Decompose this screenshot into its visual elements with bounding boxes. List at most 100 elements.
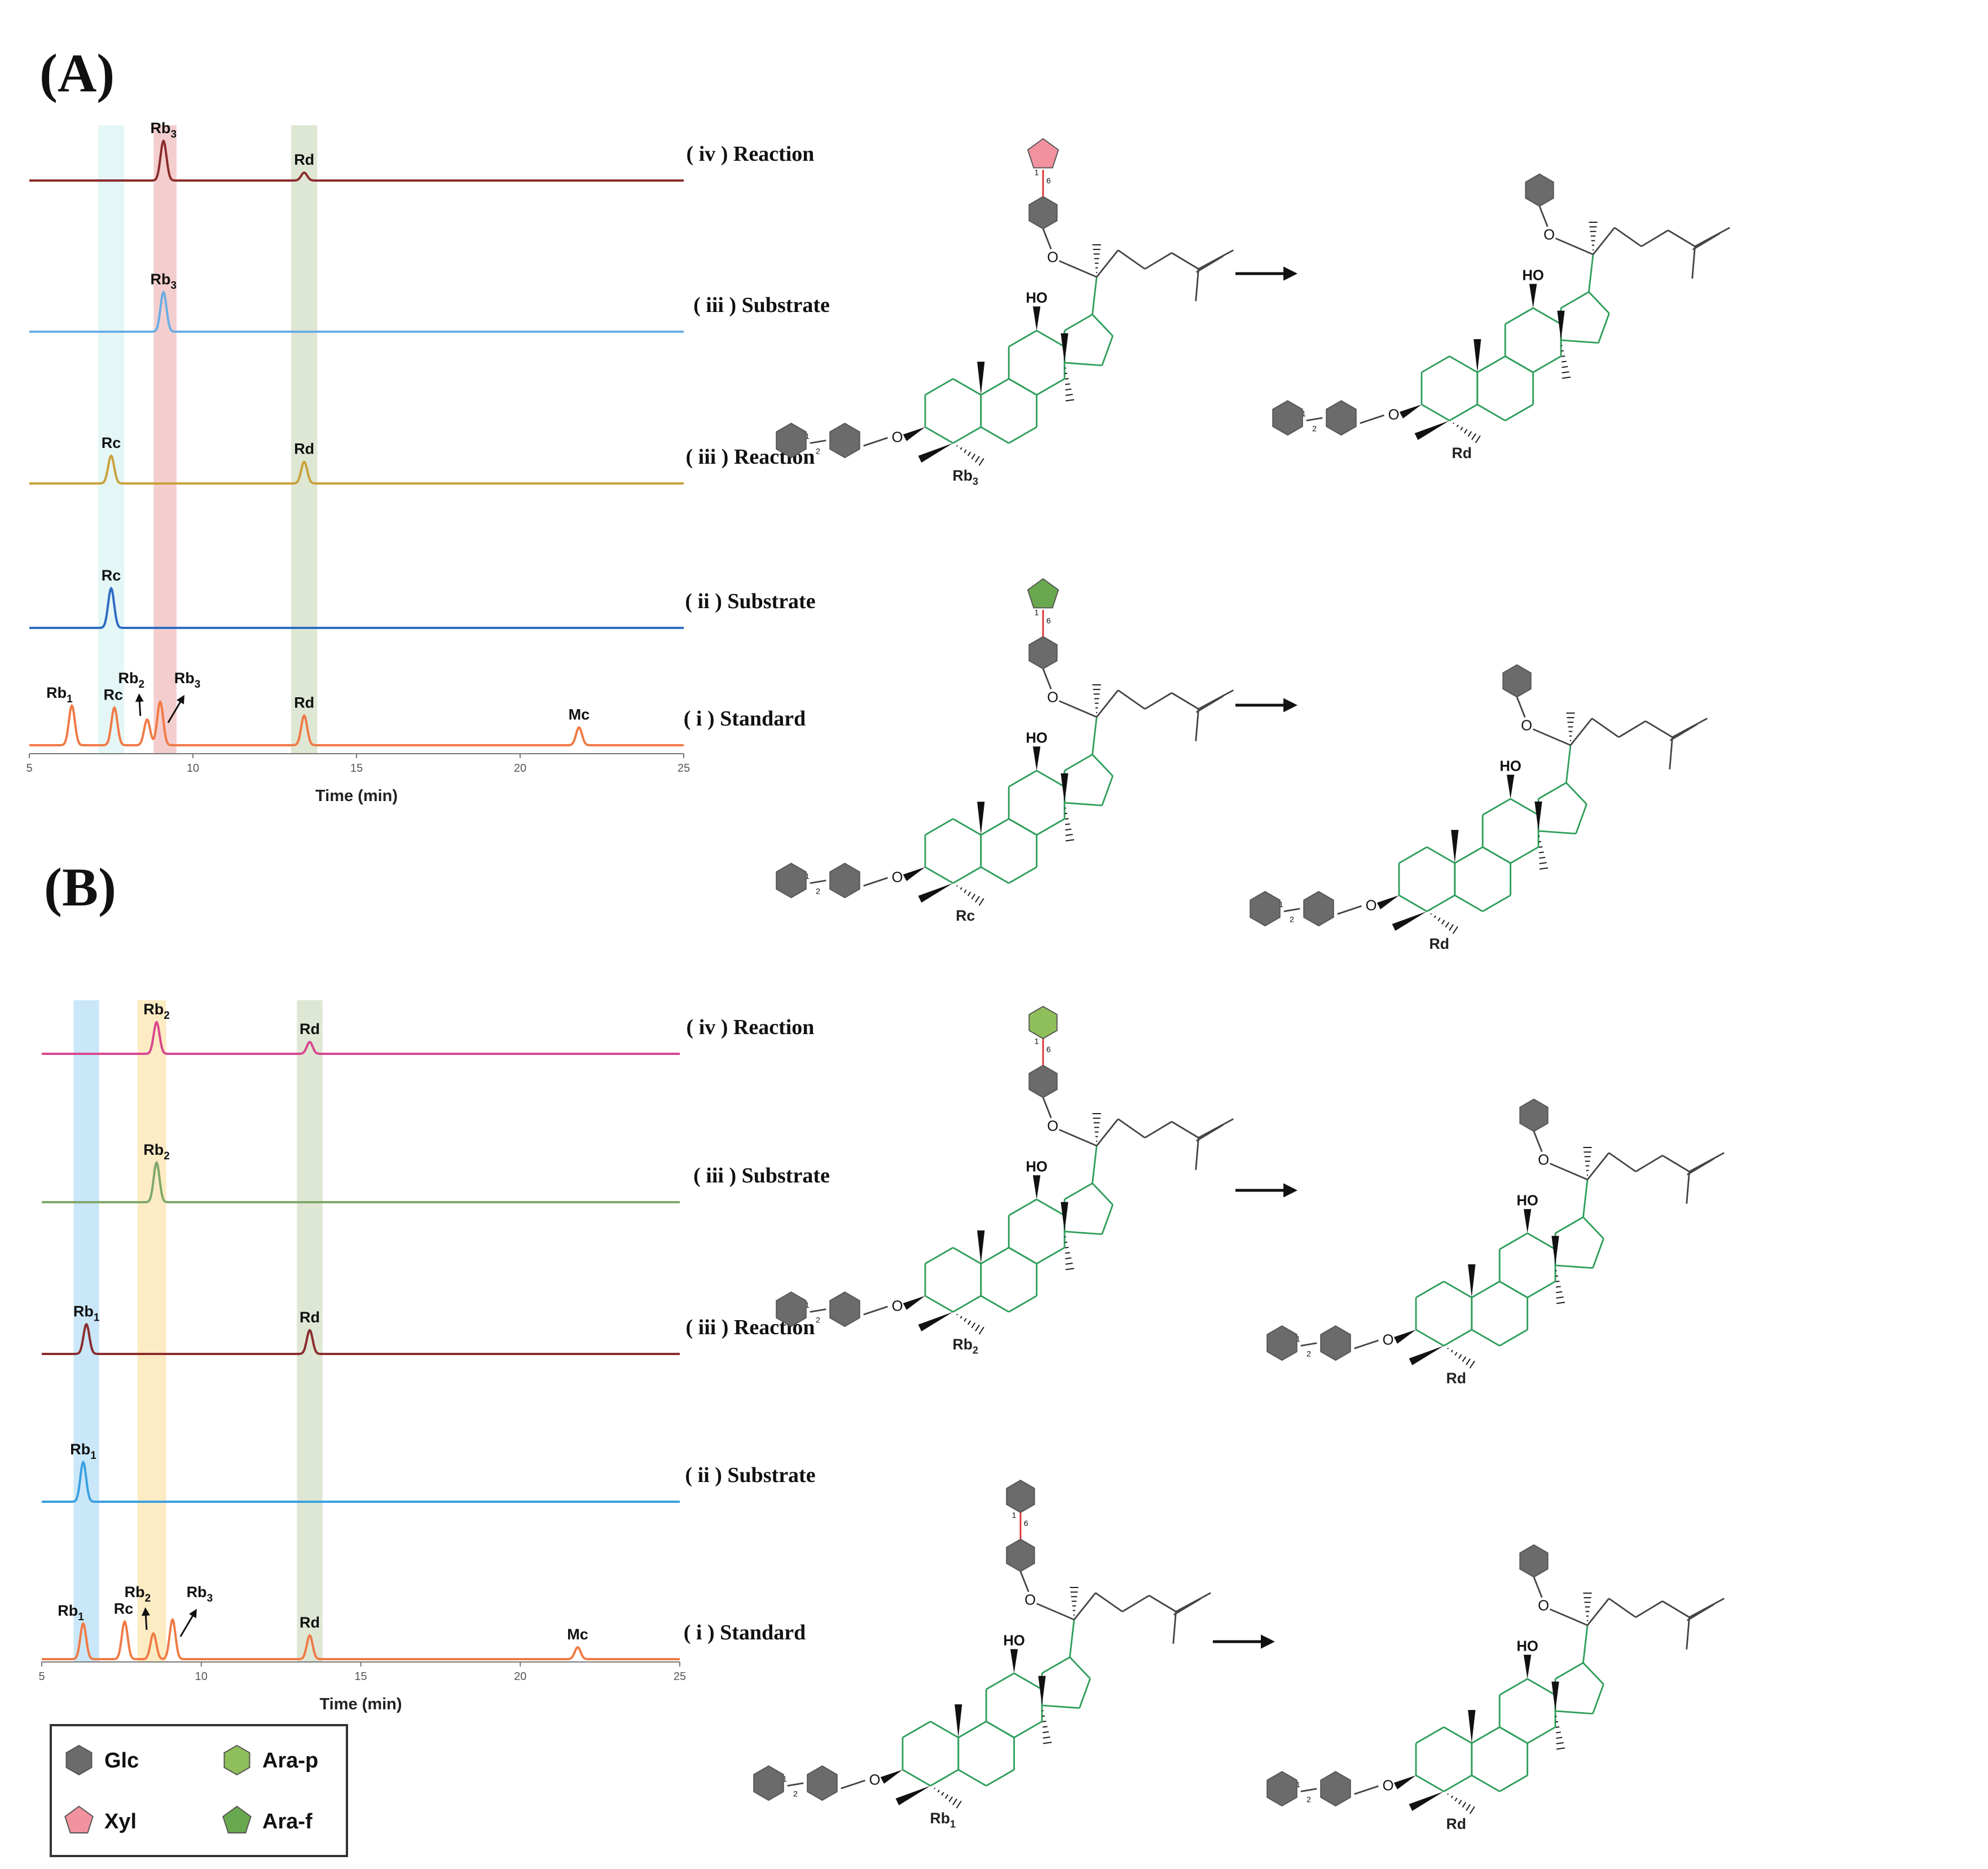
link-number: 1 xyxy=(1011,1511,1016,1520)
chain-bond xyxy=(1121,1595,1150,1612)
hash-bond xyxy=(948,1796,953,1802)
ring-b-bond xyxy=(980,426,1009,444)
chain-bond xyxy=(1669,737,1673,769)
hydroxyl-label: HO xyxy=(1499,759,1521,775)
chain-bond xyxy=(1354,1785,1379,1795)
legend-swatch xyxy=(223,1744,250,1776)
hash-bond xyxy=(1441,920,1445,925)
hash-bond xyxy=(1065,388,1072,391)
hash-bond xyxy=(1466,1804,1471,1811)
x-tick-label: 15 xyxy=(350,762,363,775)
ring-d-bond xyxy=(1101,1204,1114,1235)
hash-bond xyxy=(1065,834,1073,836)
ring-c-bond xyxy=(1036,769,1065,788)
wedge-bond xyxy=(1061,1202,1068,1232)
ring-a-bond xyxy=(1449,403,1478,421)
peak-label: Rb3 xyxy=(187,1584,213,1604)
chain-bond xyxy=(1614,227,1642,247)
hash-bond xyxy=(978,458,984,466)
outer-sugar xyxy=(1027,578,1059,609)
glc-sugar xyxy=(1320,1771,1351,1807)
chain-bond xyxy=(1569,718,1593,746)
hash-bond xyxy=(1454,1797,1458,1801)
ring-a-bond xyxy=(952,818,982,836)
ring-b-bond xyxy=(1499,1774,1528,1792)
ring-b-bond xyxy=(1454,894,1483,912)
peak-arrow xyxy=(179,1608,197,1637)
hash-bond xyxy=(1042,1715,1045,1717)
highlight-band xyxy=(98,125,125,754)
ring-c-bond xyxy=(1482,846,1511,864)
wedge-bond xyxy=(895,1786,931,1805)
ring-a-bond xyxy=(1443,1774,1472,1792)
hash-bond xyxy=(1556,1742,1564,1744)
ring-a-bond xyxy=(1421,403,1450,421)
x-tick-label: 5 xyxy=(38,1670,45,1683)
ring-a-bond xyxy=(1443,1329,1472,1347)
wedge-bond xyxy=(880,1770,903,1784)
hash-bond xyxy=(1562,371,1569,373)
oxygen-label: O xyxy=(1383,1333,1394,1348)
wedge-bond xyxy=(1523,1209,1532,1233)
highlight-band xyxy=(291,125,318,754)
x-tick-label: 15 xyxy=(354,1670,367,1683)
chain-bond xyxy=(1149,1595,1177,1612)
ring-a-bond xyxy=(925,378,954,396)
glc-sugar xyxy=(776,1291,807,1327)
ring-a-bond xyxy=(1415,1726,1445,1744)
hash-bond xyxy=(1065,1268,1075,1270)
hash-bond xyxy=(1065,1241,1067,1243)
chain-bond xyxy=(1175,1592,1211,1613)
hash-bond xyxy=(944,1794,949,1799)
structure-label: Rd xyxy=(1446,1815,1466,1832)
hash-bond xyxy=(971,454,976,460)
link-number: 1 xyxy=(1034,168,1039,177)
hash-bond xyxy=(1454,1352,1458,1356)
ring-a-bond xyxy=(1421,355,1450,373)
ring-c-bond xyxy=(1510,846,1539,864)
chain-bond xyxy=(1586,1152,1610,1180)
ring-d-bond xyxy=(1101,336,1114,366)
chain-bond xyxy=(1532,728,1571,746)
hydroxyl-label: HO xyxy=(1026,291,1047,306)
ring-d-bond xyxy=(1582,1662,1604,1685)
legend-label: Glc xyxy=(104,1749,139,1773)
ring-b-bond xyxy=(1008,426,1037,444)
ring-c-bond xyxy=(986,1672,1015,1690)
glc-sugar xyxy=(807,1765,838,1801)
chain-bond xyxy=(1058,700,1097,718)
oxygen-label: O xyxy=(869,1773,881,1788)
ring-b-bond xyxy=(1482,894,1511,912)
chromatogram-trace xyxy=(29,586,684,629)
chain-bond xyxy=(1195,709,1199,741)
trace-label: ( ii ) Substrate xyxy=(685,590,815,613)
hash-bond xyxy=(1450,1349,1453,1353)
peak-label: Rd xyxy=(294,694,314,711)
chain-bond xyxy=(810,1308,826,1313)
ring-a-bond xyxy=(1415,1329,1445,1347)
link-number: 1 xyxy=(1296,1335,1300,1344)
wedge-bond xyxy=(1557,310,1565,340)
ring-d-bond xyxy=(1598,313,1610,344)
hash-bond xyxy=(1561,360,1567,363)
glc-sugar xyxy=(1519,1098,1549,1132)
hash-bond xyxy=(1065,372,1067,375)
chain-bond xyxy=(1144,692,1172,710)
chain-bond xyxy=(1360,414,1384,424)
ring-c-bond xyxy=(1527,1281,1556,1299)
ring-a-bond xyxy=(1415,1281,1445,1299)
glc-sugar xyxy=(776,423,807,459)
glc-sugar xyxy=(1250,891,1281,927)
hash-bond xyxy=(1460,426,1463,430)
chromatogram-trace xyxy=(42,1020,680,1055)
peak-label: Rb1 xyxy=(73,1303,100,1324)
chain-bond xyxy=(1118,1118,1146,1138)
ring-c-bond xyxy=(1510,798,1539,816)
hash-bond xyxy=(1065,399,1075,402)
oxygen-label: O xyxy=(892,1299,903,1314)
chain-bond xyxy=(1058,260,1097,278)
